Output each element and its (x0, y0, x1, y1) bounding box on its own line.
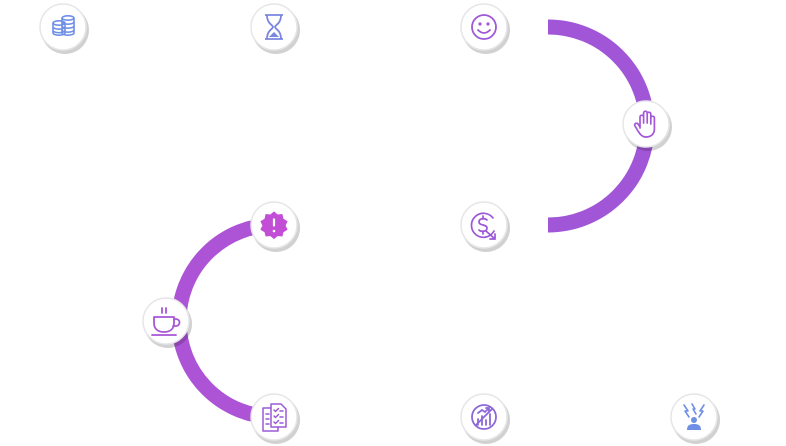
path-left-curve (171, 217, 276, 425)
raised-hand-icon (633, 110, 656, 138)
node-stressed-person (670, 393, 720, 444)
no-growth-chart-icon (471, 404, 497, 430)
node-alert-badge (250, 201, 300, 252)
node-coins (39, 3, 89, 54)
node-smiley (460, 3, 510, 54)
coffee-cup-icon (151, 307, 181, 336)
document-checklist-icon (262, 403, 287, 432)
node-coffee (142, 297, 192, 348)
node-documents (250, 393, 300, 444)
alert-badge-icon (260, 211, 288, 240)
node-no-growth (460, 393, 510, 444)
node-dollar-down (460, 201, 510, 252)
node-raised-hand (622, 100, 672, 151)
hourglass-icon (265, 14, 283, 40)
dollar-down-arrow-icon (470, 212, 496, 240)
stressed-person-icon (683, 403, 705, 430)
node-hourglass (250, 3, 300, 54)
smiley-face-icon (471, 14, 497, 40)
coins-stack-icon (52, 15, 75, 36)
